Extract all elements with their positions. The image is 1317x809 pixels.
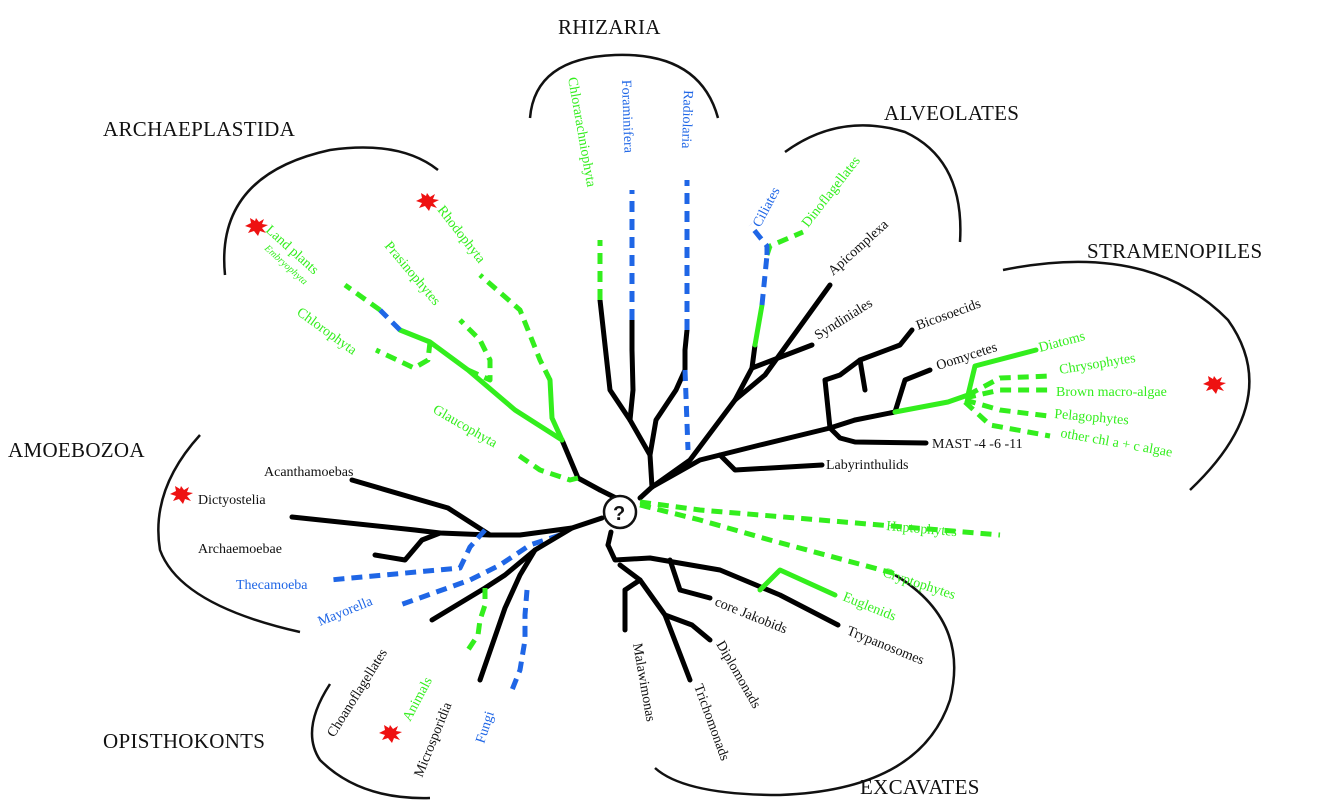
taxon-chrysophytes: Chrysophytes (1058, 351, 1136, 378)
star-icon-dictyostelia (170, 486, 193, 504)
taxon-cryptophytes: Cryptophytes (881, 566, 957, 604)
opisthokonts-arc (310, 683, 431, 800)
tree-branches (289, 180, 1051, 691)
taxon-chlorophyta: Chlorophyta (294, 305, 360, 359)
taxon-labyrinthulids: Labyrinthulids (826, 458, 908, 473)
rhizaria-arc (528, 53, 720, 119)
group-label-stramenopiles: STRAMENOPILES (1087, 239, 1262, 263)
group-label-rhizaria: RHIZARIA (558, 15, 661, 39)
taxon-trichomonads: Trichomonads (690, 682, 732, 763)
taxon-dinoflagellates: Dinoflagellates (799, 154, 863, 231)
taxon-dictyostelia: Dictyostelia (198, 493, 266, 508)
taxon-glaucophyta: Glaucophyta (430, 402, 500, 451)
alveolates-arc (784, 124, 962, 243)
star-icon-land-plants (245, 218, 268, 236)
taxon-mast: MAST -4 -6 -11 (932, 437, 1023, 452)
group-label-amoebozoa: AMOEBOZOA (8, 438, 145, 462)
amoebozoa-arc (157, 434, 301, 634)
taxon-ciliates: Ciliates (750, 185, 783, 230)
taxon-rhodophyta: Rhodophyta (434, 203, 488, 267)
star-icon-rhodophyta (416, 193, 439, 211)
group-label-opisthokonts: OPISTHOKONTS (103, 729, 265, 753)
taxon-mayorella: Mayorella (316, 594, 376, 630)
taxon-apicomplexa: Apicomplexa (826, 217, 893, 279)
multicellular-markers (170, 193, 1226, 743)
taxon-choanoflagellates: Choanoflagellates (325, 646, 391, 740)
taxon-bicosoecids: Bicosoecids (914, 297, 983, 334)
taxon-brown-macro-algae: Brown macro-algae (1056, 385, 1167, 400)
taxon-diatoms: Diatoms (1037, 329, 1087, 356)
group-label-archaeplastida: ARCHAEPLASTIDA (103, 117, 296, 141)
taxon-trypanosomes: Trypanosomes (845, 624, 927, 669)
taxon-pelagophytes: Pelagophytes (1054, 407, 1130, 428)
taxon-acanthamoebas: Acanthamoebas (264, 465, 353, 480)
taxon-fungi: Fungi (474, 709, 498, 745)
group-titles: RHIZARIA ARCHAEPLASTIDA ALVEOLATES STRAM… (8, 15, 1262, 799)
star-icon-brown-algae (1203, 376, 1226, 394)
taxon-archaemoebae: Archaemoebae (198, 542, 282, 557)
taxon-syndiniales: Syndiniales (812, 296, 875, 343)
group-label-excavates: EXCAVATES (860, 775, 980, 799)
taxon-prasinophytes: Prasinophytes (381, 239, 443, 309)
taxon-haptophytes: Haptophytes (886, 519, 958, 540)
root-question-mark: ? (613, 503, 625, 525)
stramenopiles-arc (1002, 260, 1251, 491)
taxon-chlorarachniophyta: Chlorarachniophyta (564, 76, 598, 189)
excavates-arc (654, 573, 956, 797)
taxon-diplomonads: Diplomonads (713, 639, 764, 712)
group-arcs (157, 53, 1251, 800)
root-node: ? (602, 494, 638, 530)
archaeplastida-arc (222, 146, 439, 276)
group-label-alveolates: ALVEOLATES (884, 101, 1019, 125)
taxon-euglenids: Euglenids (841, 590, 899, 625)
taxon-other-chl-algae: other chl a + c algae (1059, 426, 1173, 460)
taxon-thecamoeba: Thecamoeba (236, 578, 308, 593)
taxon-malawimonas: Malawimonas (629, 642, 658, 723)
star-icon-animals (379, 725, 402, 743)
taxon-oomycetes: Oomycetes (935, 340, 1000, 374)
taxon-radiolaria: Radiolaria (678, 90, 695, 150)
taxon-core-jakobids: core Jakobids (713, 595, 790, 638)
taxon-animals: Animals (400, 675, 436, 724)
taxon-foraminifera: Foraminifera (618, 80, 636, 154)
